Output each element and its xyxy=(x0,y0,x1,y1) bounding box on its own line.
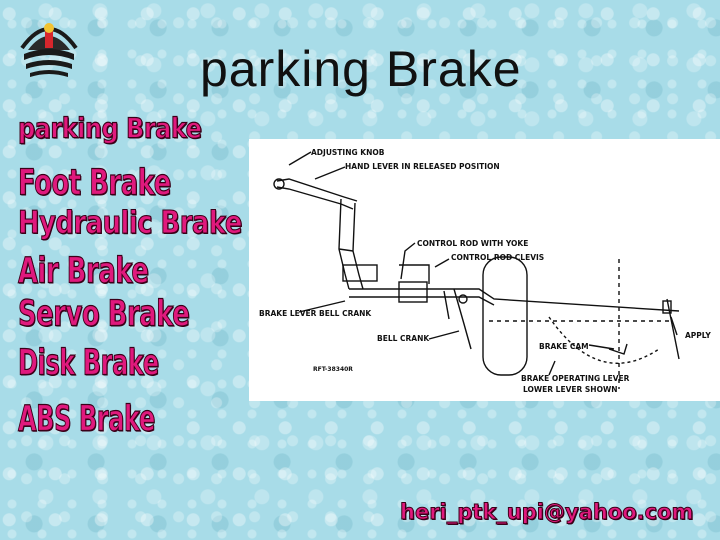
diagram-drawing: ADJUSTING KNOB HAND LEVER IN RELEASED PO… xyxy=(259,148,711,394)
label-adjusting-knob: ADJUSTING KNOB xyxy=(311,148,385,157)
menu-item-parking-brake[interactable]: parking Brake xyxy=(17,111,202,145)
contact-email-link[interactable]: heri_ptk_upi@yahoo.com xyxy=(399,500,694,525)
menu-item-disk-brake[interactable]: Disk Brake xyxy=(18,341,160,384)
university-logo xyxy=(14,14,84,84)
label-figure-id: RFT-38340R xyxy=(313,366,353,373)
label-brake-cam: BRAKE CAM xyxy=(539,342,589,351)
parking-brake-diagram: ADJUSTING KNOB HAND LEVER IN RELEASED PO… xyxy=(249,139,720,401)
label-apply: APPLY xyxy=(685,331,711,340)
label-control-rod-clevis: CONTROL ROD CLEVIS xyxy=(451,253,544,262)
label-brake-lever-bell-crank: BRAKE LEVER BELL CRANK xyxy=(259,309,372,318)
label-brake-operating-lever: BRAKE OPERATING LEVER xyxy=(521,374,630,383)
menu-item-servo-brake[interactable]: Servo Brake xyxy=(18,292,191,335)
page-title: parking Brake xyxy=(200,41,522,97)
menu-item-abs-brake[interactable]: ABS Brake xyxy=(18,397,156,440)
label-lower-lever-shown: LOWER LEVER SHOWN xyxy=(523,385,618,394)
label-control-rod-yoke: CONTROL ROD WITH YOKE xyxy=(417,239,528,248)
menu-item-air-brake[interactable]: Air Brake xyxy=(18,249,150,292)
label-hand-lever: HAND LEVER IN RELEASED POSITION xyxy=(345,162,500,171)
label-bell-crank: BELL CRANK xyxy=(377,334,430,343)
menu-item-foot-brake[interactable]: Foot Brake xyxy=(18,161,172,204)
menu-item-hydraulic-brake[interactable]: Hydraulic Brake xyxy=(18,203,243,241)
